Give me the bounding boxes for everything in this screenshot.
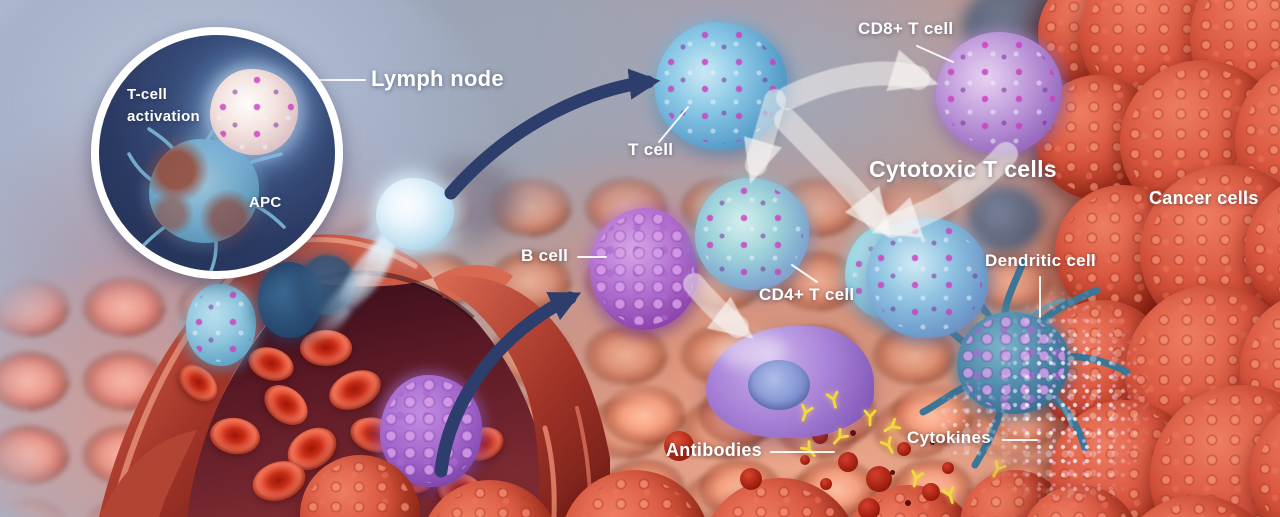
label-pointer-line [916, 45, 954, 63]
arrow-tcell-to-cd8 [776, 49, 939, 110]
label-dendritic-cell: Dendritic cell [985, 251, 1096, 270]
arrow-tcell-to-cytotoxic [774, 108, 892, 238]
red-blood-sphere-graphic [838, 452, 858, 472]
plasma-cell-nucleus [748, 360, 810, 410]
blood-speck [905, 500, 911, 506]
red-blood-sphere-graphic [897, 442, 911, 456]
b-cell-graphic [590, 208, 698, 330]
label-cancer-cells: Cancer cells [1149, 188, 1259, 208]
label-apc: APC [249, 194, 282, 211]
label-t-cell-activation-line1: T-cell [127, 86, 168, 103]
label-t-cell-activation-line2: activation [127, 108, 201, 125]
migrating-t-cell-graphic [376, 178, 454, 250]
lymph-node-inset [91, 27, 343, 279]
plasma-cell-graphic [706, 326, 874, 438]
arrow-to-plasma-cell [683, 273, 754, 339]
blood-speck [890, 470, 895, 475]
red-blood-sphere-graphic [664, 431, 694, 461]
label-cd4-t-cell: CD4+ T cell [759, 285, 855, 304]
navy-flow-arrows [434, 68, 661, 478]
red-blood-sphere-graphic [858, 498, 880, 517]
arrow-vessel-to-tcell [444, 68, 661, 200]
apc-cell-graphic [149, 139, 259, 243]
label-b-cell: B cell [521, 246, 569, 265]
red-blood-sphere-graphic [800, 455, 810, 465]
label-cd8-t-cell: CD8+ T cell [858, 19, 954, 38]
label-cytotoxic-t-cells: Cytotoxic T cells [869, 156, 1057, 182]
label-pointer-line [658, 106, 689, 143]
red-blood-sphere-graphic [922, 483, 940, 501]
red-blood-sphere-graphic [866, 466, 892, 492]
vessel-wall-right [433, 276, 610, 517]
arrow-cd8-to-cytotoxic [871, 142, 1018, 239]
vessel-ridge [542, 425, 557, 517]
arrow-vessel-to-bcell [434, 291, 582, 478]
cd4-t-cell-graphic [695, 178, 809, 290]
white-flow-arrows [683, 49, 1018, 339]
label-t-cell: T cell [628, 140, 674, 159]
t-cell-in-vessel-graphic [186, 284, 256, 366]
label-lymph-node: Lymph node [371, 66, 504, 91]
vessel-fold-bottom [99, 430, 197, 517]
label-pointer-line [791, 264, 818, 283]
red-blood-sphere-graphic [820, 478, 832, 490]
red-blood-sphere-graphic [942, 462, 954, 474]
arrow-tcell-to-cd4 [743, 89, 786, 184]
red-cell-cluster-graphic [300, 455, 420, 517]
blood-speck [930, 440, 935, 445]
label-antibodies: Antibodies [666, 440, 762, 460]
red-blood-sphere-graphic [740, 468, 762, 490]
label-cytokines: Cytokines [907, 428, 991, 447]
cytokines-mist-graphic [940, 380, 1010, 460]
activated-t-cell-graphic [210, 69, 298, 155]
blood-speck [850, 430, 856, 436]
